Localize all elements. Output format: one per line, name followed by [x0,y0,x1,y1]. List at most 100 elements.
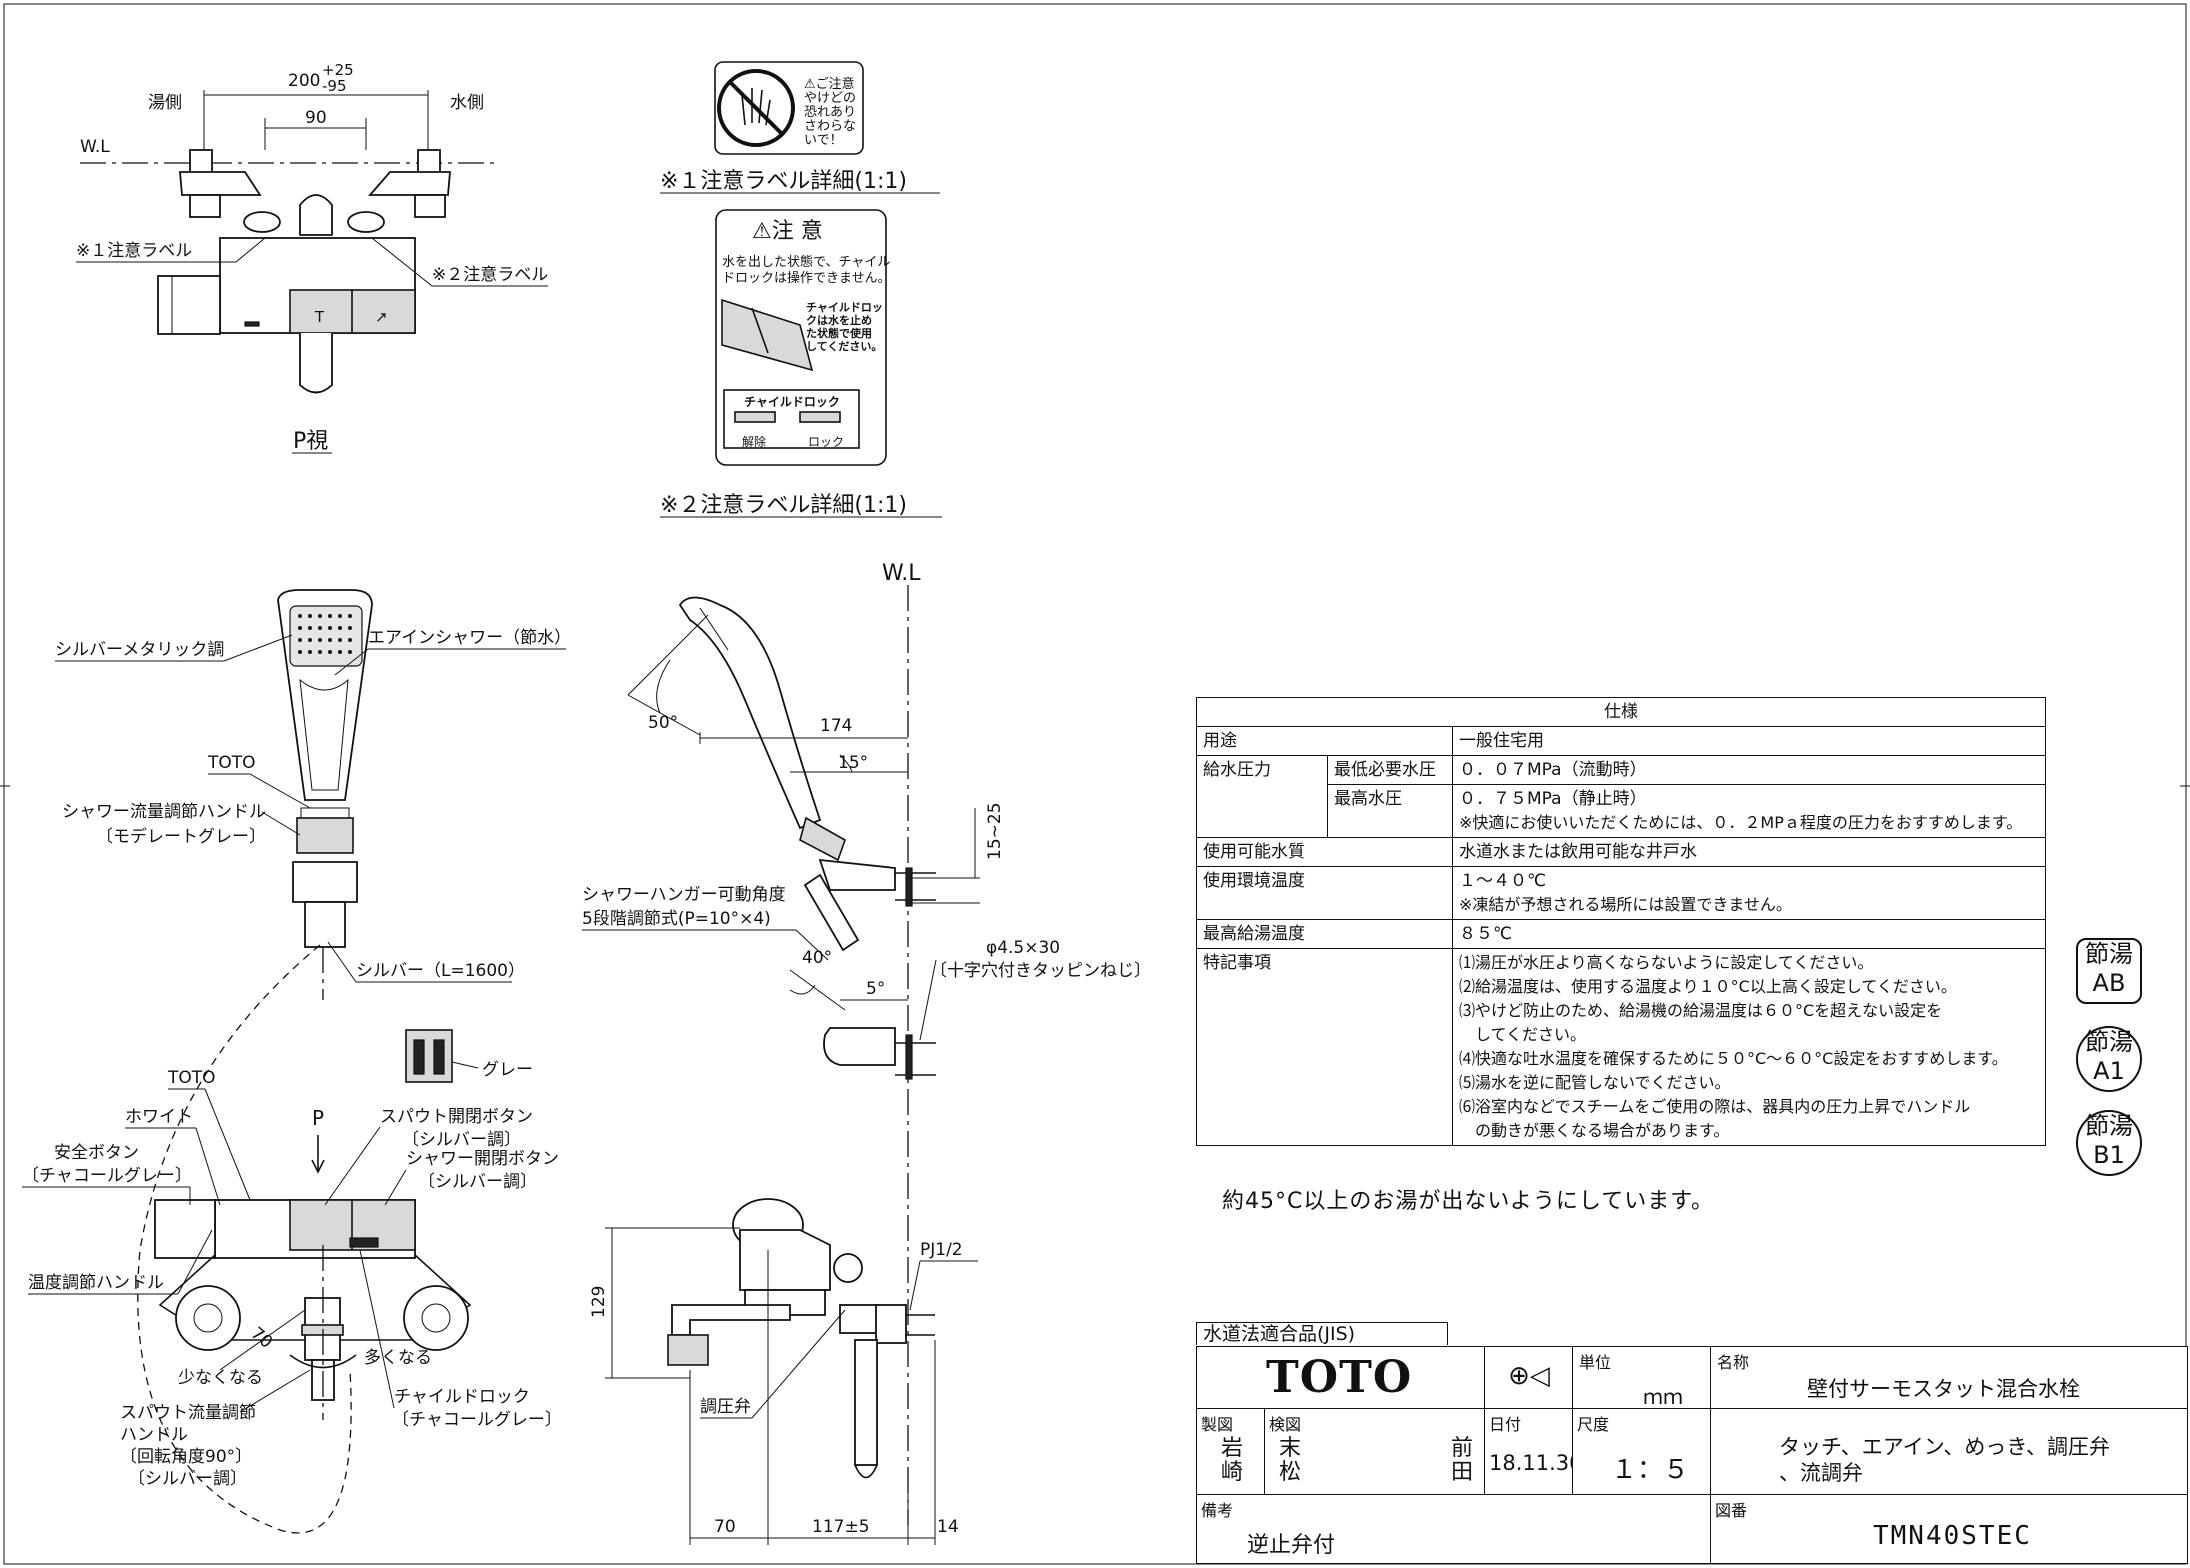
made-label: 製図 [1201,1415,1234,1434]
dim-200: 200 [288,71,320,91]
front-body-view: グレー TOTO ホワイト P スパウト開閉ボタン 〔シルバー調〕 シャワー開閉… [22,1029,562,1489]
special-item: ⑶やけど防止のため、給湯機の給湯温度は６０°Cを超えない設定を [1459,1001,1943,1020]
label2-side-3: た状態で使用 [806,326,872,340]
label1-line-3: 恐れあり [804,105,856,120]
features-line-2: 、流調弁 [1779,1461,1863,1485]
silver-tone-2-callout: 〔シルバー調〕 [418,1172,537,1192]
charcoal-gray-1-callout: 〔チャコールグレー〕 [22,1166,192,1186]
tb-logo-cell [1196,1346,1486,1410]
angle-40: 40° [802,948,832,968]
p-view-title: P視 [293,429,328,454]
angle-5: 5° [866,979,885,999]
badge-a1-top: 節湯 [2085,1028,2133,1056]
special-item: ⑷快適な吐水温度を確保するために５０°C～６０°C設定をおすすめします。 [1459,1049,2008,1068]
badge-b1-top: 節湯 [2085,1112,2133,1140]
badge-b1: 節湯 B1 [2076,1110,2142,1176]
max-hot-value: ８５℃ [1452,919,2046,949]
features-line-1: タッチ、エアイン、めっき、調圧弁 [1779,1435,2110,1459]
badge-a1-bottom: A1 [2093,1057,2125,1085]
dim-200-tol-plus: +25 [322,61,354,79]
label2-side-2: クは水を止め [806,313,872,327]
check-value-2: 前田 [1451,1436,1474,1485]
shower-flow-handle-callout: シャワー流量調節ハンドル [62,802,266,822]
dim-117: 117±5 [812,1517,870,1537]
tb-drawing-no-cell: 図番 TMN40STEC [1710,1494,2188,1564]
min-pressure-value: ０．０７MPa（流動時） [1452,755,2046,785]
tb-unit-cell: 単位 ｍｍ [1572,1346,1712,1410]
dim-174: 174 [820,716,852,736]
badge-ab-bottom: AB [2092,969,2126,997]
label1-line-5: いで！ [804,133,843,148]
dim-14: 14 [937,1517,959,1537]
temperature-footnote: 約45°C以上のお湯が出ないようにしています。 [1222,1189,1715,1214]
scale-value: １：５ [1611,1455,1690,1485]
badge-a1: 節湯 A1 [2076,1026,2142,1092]
dim-129: 129 [589,1286,609,1318]
caution-label-2-callout: ※２注意ラベル [432,265,548,285]
safety-button-callout: 安全ボタン [54,1143,139,1163]
use-value: 一般住宅用 [1452,726,2046,756]
angle-50: 50° [648,713,678,733]
five-step-callout: 5段階調節式(P=10°×4) [582,909,771,929]
label1-line-2: やけどの [804,91,856,106]
water-quality-label: 使用可能水質 [1196,837,1453,867]
pj-callout: PJ1/2 [920,1240,963,1260]
env-temp-label: 使用環境温度 [1196,866,1453,920]
less-callout: 少なくなる [178,1368,263,1388]
child-lock-callout: チャイルドロック [394,1387,530,1407]
tb-name-cell: 名称 壁付サーモスタット混合水栓 [1710,1346,2188,1410]
temp-handle-callout: 温度調節ハンドル [28,1273,164,1293]
tb-remarks-cell: 備考 逆止弁付 [1196,1494,1712,1564]
date-label: 日付 [1489,1415,1522,1434]
toto-head-callout: TOTO [207,753,256,773]
check-label: 検図 [1269,1415,1302,1434]
unit-value: ｍｍ [1643,1385,1683,1409]
tb-check-cell: 検図 末松 前田 [1264,1408,1486,1496]
tb-features-cell: タッチ、エアイン、めっき、調圧弁 、流調弁 [1710,1408,2188,1496]
wl-side-label: W.L [882,561,921,586]
toto-body-callout: TOTO [167,1068,216,1088]
spec-title: 仕様 [1196,697,2046,727]
tb-scale-cell: 尺度 １：５ [1572,1408,1712,1496]
label2-title: ⚠注 意 [752,219,823,244]
label2-text-1: 水を出した状態で、チャイル [722,254,890,270]
special-item: ⑴湯圧が水圧より高くならないように設定してください。 [1459,953,1874,972]
dim-70-bottom: 70 [714,1517,736,1537]
p-arrow-label: P [312,1106,324,1130]
shower-head-front-view: シルバーメタリック調 エアインシャワー（節水） TOTO シャワー流量調節ハンド… [55,589,571,1000]
badge-ab: 節湯 AB [2076,938,2142,1004]
badge-b1-bottom: B1 [2093,1141,2125,1169]
drawing-no-label: 図番 [1715,1501,1748,1520]
silver-hose-callout: シルバー（L=1600） [356,961,525,981]
caution-label-1-callout: ※１注意ラベル [76,241,192,261]
special-item: ⑹浴室内などでスチームをご使用の際は、器具内の圧力上昇でハンドル [1459,1097,1971,1116]
special-item: の動きが悪くなる場合があります。 [1459,1121,1730,1140]
toto-logo: TOTO [1266,1352,1413,1403]
spec-table: 仕様 用途 一般住宅用 給水圧力 最低必要水圧 ０．０７MPa（流動時） 最高水… [1196,697,2046,1146]
label2-side-1: チャイルドロッ [806,301,883,314]
label2-text-2: ドロックは操作できません。 [722,270,891,286]
max-pressure-value: ０．７５MPa（静止時） [1459,789,1647,809]
drawing-no-value: TMN40STEC [1873,1521,2032,1551]
unit-label: 単位 [1579,1353,1612,1372]
spout-button-callout: スパウト開閉ボタン [380,1107,533,1127]
tb-made-cell: 製図 岩崎 [1196,1408,1266,1496]
name-value: 壁付サーモスタット混合水栓 [1807,1377,2080,1401]
charcoal-gray-2-callout: 〔チャコールグレー〕 [392,1410,562,1430]
dim-200-tol-minus: -95 [322,77,347,95]
pressure-label: 給水圧力 [1196,755,1328,838]
wl-top-label: W.L [80,137,110,157]
label2-detail-title: ※２注意ラベル詳細(1:1) [660,493,907,518]
svg-text:T: T [314,308,325,326]
label2-release: 解除 [742,434,766,449]
dim-90: 90 [305,108,327,128]
jis-label: 水道法適合品(JIS) [1196,1322,1448,1345]
tb-projection-cell: ⊕◁ [1484,1346,1574,1410]
label2-lock: ロック [808,435,844,449]
remarks-value: 逆止弁付 [1247,1533,1336,1558]
label1-line-1: ⚠ご注意 [804,76,855,92]
white-callout: ホワイト [125,1107,193,1127]
label1-detail-title: ※１注意ラベル詳細(1:1) [660,169,907,194]
cold-side-label: 水側 [450,93,484,113]
